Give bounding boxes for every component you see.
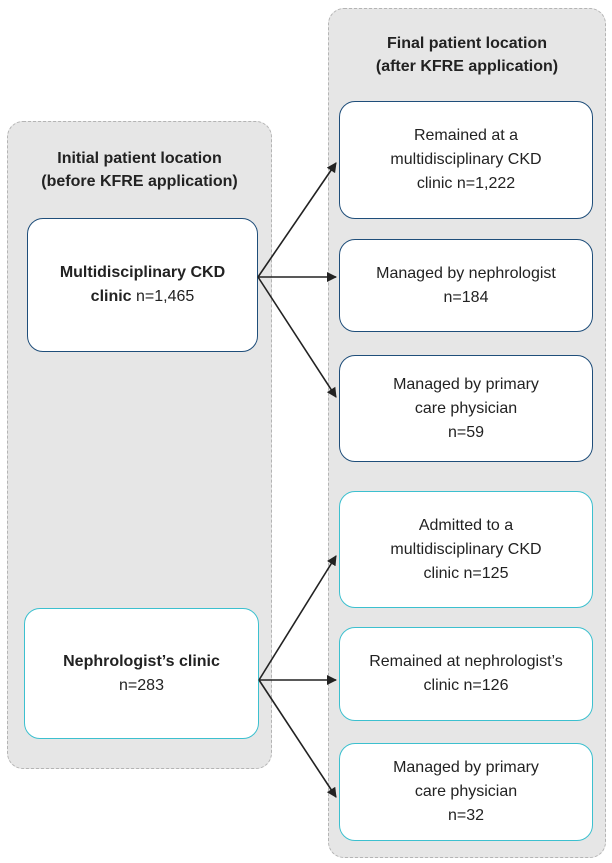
arrow-neph-to-primary-care <box>258 679 337 798</box>
box-line: n=184 <box>443 288 489 306</box>
box-line: n=32 <box>447 807 485 824</box>
box-line: Remained at a <box>413 127 519 144</box>
nephrologists-clinic-box: Nephrologist’s clinic n=283 <box>24 608 259 739</box>
box-line: care physician <box>414 399 518 417</box>
managed-by-nephrologist-box: Managed by nephrologist n=184 <box>339 239 593 332</box>
heading-line: Initial patient location <box>57 150 222 167</box>
managed-by-primary-care-box-1: Managed by primary care physician n=59 <box>339 355 593 462</box>
box-title: clinic <box>90 288 132 305</box>
box-line: Managed by nephrologist <box>376 264 556 282</box>
box-line: clinic n=125 <box>423 564 509 582</box>
box-title: Multidisciplinary CKD <box>59 264 226 281</box>
admitted-multidisciplinary-box: Admitted to a multidisciplinary CKD clin… <box>339 491 593 608</box>
arrow-neph-to-admitted <box>258 555 337 681</box>
box-line: clinic n=126 <box>423 677 509 694</box>
box-line: care physician <box>414 783 518 800</box>
box-count: n=283 <box>119 676 164 694</box>
arrow-mdc-to-primary-care <box>257 276 337 398</box>
final-location-heading: Final patient location (after KFRE appli… <box>328 32 606 78</box>
box-line: Managed by primary <box>393 759 539 776</box>
box-line: Remained at nephrologist’s <box>369 653 563 670</box>
box-title: Nephrologist’s clinic <box>63 652 220 670</box>
heading-line: (after KFRE application) <box>375 58 559 75</box>
box-count: n=1,465 <box>136 288 195 305</box>
heading-line: Final patient location <box>386 35 547 52</box>
managed-by-primary-care-box-2: Managed by primary care physician n=32 <box>339 743 593 841</box>
multidisciplinary-ckd-clinic-box: Multidisciplinary CKD clinic n=1,465 <box>27 218 258 352</box>
arrow-mdc-to-remained <box>257 162 337 278</box>
box-line: clinic n=1,222 <box>416 175 516 192</box>
box-line: multidisciplinary CKD <box>390 540 542 558</box>
box-line: Admitted to a <box>418 516 514 534</box>
box-line: Managed by primary <box>393 375 539 393</box>
remained-nephrologist-box: Remained at nephrologist’s clinic n=126 <box>339 627 593 721</box>
remained-multidisciplinary-box: Remained at a multidisciplinary CKD clin… <box>339 101 593 219</box>
box-line: multidisciplinary CKD <box>390 151 542 168</box>
heading-line: (before KFRE application) <box>41 173 238 190</box>
box-line: n=59 <box>447 423 485 441</box>
initial-location-heading: Initial patient location (before KFRE ap… <box>7 147 272 193</box>
